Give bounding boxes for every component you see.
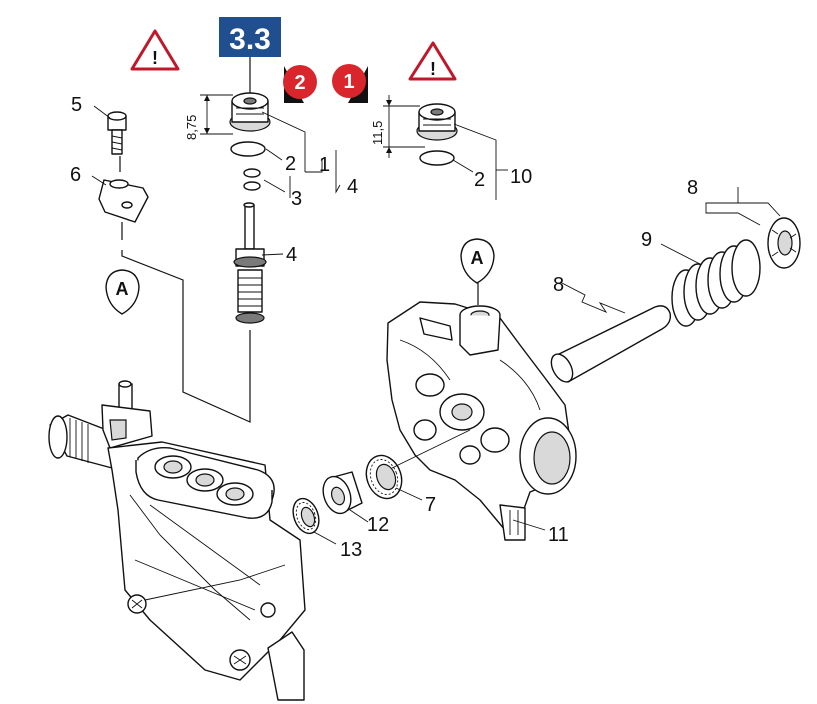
shaft <box>550 305 672 383</box>
step-marker-label: 2 <box>294 72 305 94</box>
valve-insert-left <box>229 92 271 132</box>
part-label-8-washer: 8 <box>687 177 698 199</box>
valve-insert-right <box>416 103 458 141</box>
section-badge: 3.3 <box>219 17 281 57</box>
valve-piston <box>233 202 267 324</box>
step-marker-1: 1 <box>332 64 368 103</box>
part-label-12: 12 <box>367 514 389 536</box>
warning-triangle-icon: ! <box>130 29 180 71</box>
ball-bearing <box>365 454 403 500</box>
spring <box>671 239 761 327</box>
part-label-11: 11 <box>548 524 569 546</box>
reference-mark-a-left: A <box>105 269 140 315</box>
dimension-left: 8,75 <box>184 94 233 140</box>
reference-letter: A <box>116 279 129 299</box>
section-badge-label: 3.3 <box>229 23 271 56</box>
part-label-2: 2 <box>285 153 296 175</box>
small-ring-lower <box>243 181 261 191</box>
washer <box>767 217 801 269</box>
screw <box>107 111 127 155</box>
part-label-13: 13 <box>340 539 362 561</box>
part-label-4-piston: 4 <box>286 244 297 266</box>
dimension-left-value: 8,75 <box>184 115 199 140</box>
clamp-plate <box>98 179 149 223</box>
part-label-5: 5 <box>71 94 82 116</box>
cylinder-head <box>48 380 306 701</box>
part-label-9: 9 <box>641 229 652 251</box>
reference-mark-a-right: A <box>460 238 495 284</box>
part-label-10: 10 <box>510 166 532 188</box>
needle-bearing <box>292 497 320 535</box>
part-label-1: 1 <box>319 154 330 176</box>
part-label-8: 8 <box>553 274 564 296</box>
step-marker-label: 1 <box>343 71 354 93</box>
warning-triangle-icon: ! <box>408 41 457 81</box>
small-ring-upper <box>243 168 261 178</box>
reference-letter: A <box>471 248 484 268</box>
warning-mark: ! <box>152 48 158 68</box>
part-label-3: 3 <box>291 188 302 210</box>
o-ring-left <box>230 141 266 157</box>
part-label-4: 4 <box>347 176 358 198</box>
dimension-right-value: 11,5 <box>370 121 385 145</box>
part-label-7: 7 <box>425 494 436 516</box>
bearing-sleeve <box>322 471 363 515</box>
part-label-6: 6 <box>70 164 81 186</box>
dimension-right: 11,5 <box>370 95 425 158</box>
o-ring-right <box>419 150 455 166</box>
warning-mark: ! <box>430 59 436 79</box>
part-label-2-right: 2 <box>474 169 485 191</box>
step-marker-2: 2 <box>283 65 317 103</box>
pump-housing <box>386 301 577 541</box>
